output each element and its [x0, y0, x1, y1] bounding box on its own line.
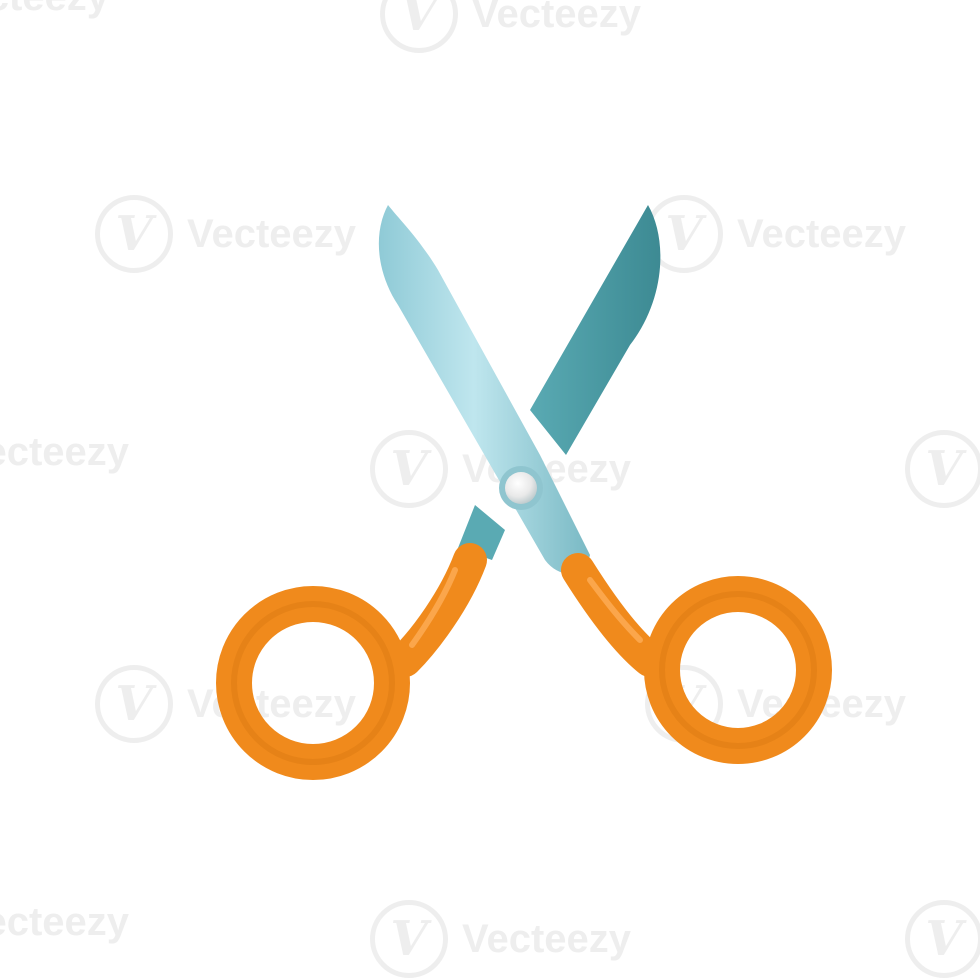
left-handle: [216, 543, 487, 780]
right-handle: [561, 553, 832, 764]
pivot-screw: [499, 466, 543, 510]
back-blade: [530, 205, 661, 455]
